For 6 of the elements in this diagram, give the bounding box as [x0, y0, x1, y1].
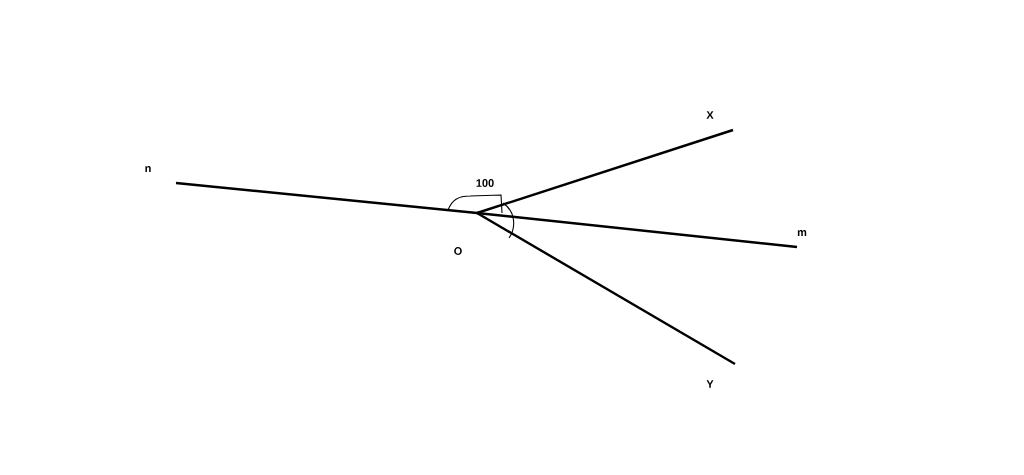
- point-label: O: [454, 247, 462, 255]
- point-label: 100: [476, 179, 494, 187]
- point-label: m: [797, 230, 807, 236]
- point-label: n: [145, 166, 151, 172]
- point-label: Y: [706, 380, 714, 388]
- point-label: X: [706, 111, 714, 119]
